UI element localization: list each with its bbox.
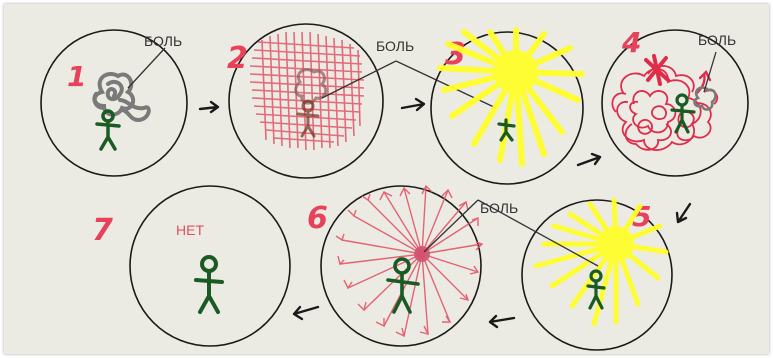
none-label: НЕТ: [176, 222, 204, 238]
arrow-6-to-7: [294, 307, 318, 319]
pain-label-2: БОЛЬ: [376, 38, 414, 54]
arrow-1-to-2: [200, 102, 218, 112]
step-number-4: 4: [621, 26, 641, 59]
pain-label-4: БОЛЬ: [698, 32, 736, 48]
stage-4: 4 БОЛЬ: [602, 26, 748, 176]
stage-6: 6 БОЛЬ: [307, 186, 518, 346]
stage-6-circle: [321, 186, 481, 346]
step-number-7: 7: [92, 213, 113, 248]
pain-pointer-line: [128, 48, 165, 88]
faded-stick-figure: [298, 101, 318, 136]
pain-label-6: БОЛЬ: [480, 200, 518, 216]
stage-3: 3: [431, 30, 583, 184]
stage-5: 5: [478, 200, 672, 350]
step-number-1: 1: [67, 60, 86, 93]
step-number-2: 2: [227, 41, 248, 76]
stage-7: 7 НЕТ: [92, 186, 290, 346]
stick-figure: [97, 111, 119, 149]
arrow-3-to-4: [578, 154, 600, 165]
pain-label-1: БОЛЬ: [144, 33, 182, 49]
step-number-6: 6: [307, 201, 328, 236]
stick-figure: [196, 257, 222, 312]
arrow-5-to-6: [490, 316, 514, 327]
red-hatching-pain: [250, 32, 364, 150]
arrow-4-to-5: [677, 204, 690, 222]
arrow-2-to-3: [402, 99, 424, 110]
stage-7-circle: [130, 186, 290, 346]
diagram-frame: 1 БОЛЬ 2 БОЛЬ: [4, 4, 769, 354]
stage-1-circle: [41, 30, 187, 176]
stage-1: 1 БОЛЬ: [41, 30, 187, 176]
pain-stages-diagram: 1 БОЛЬ 2 БОЛЬ: [4, 4, 769, 354]
yellow-light-rays: [440, 30, 582, 164]
